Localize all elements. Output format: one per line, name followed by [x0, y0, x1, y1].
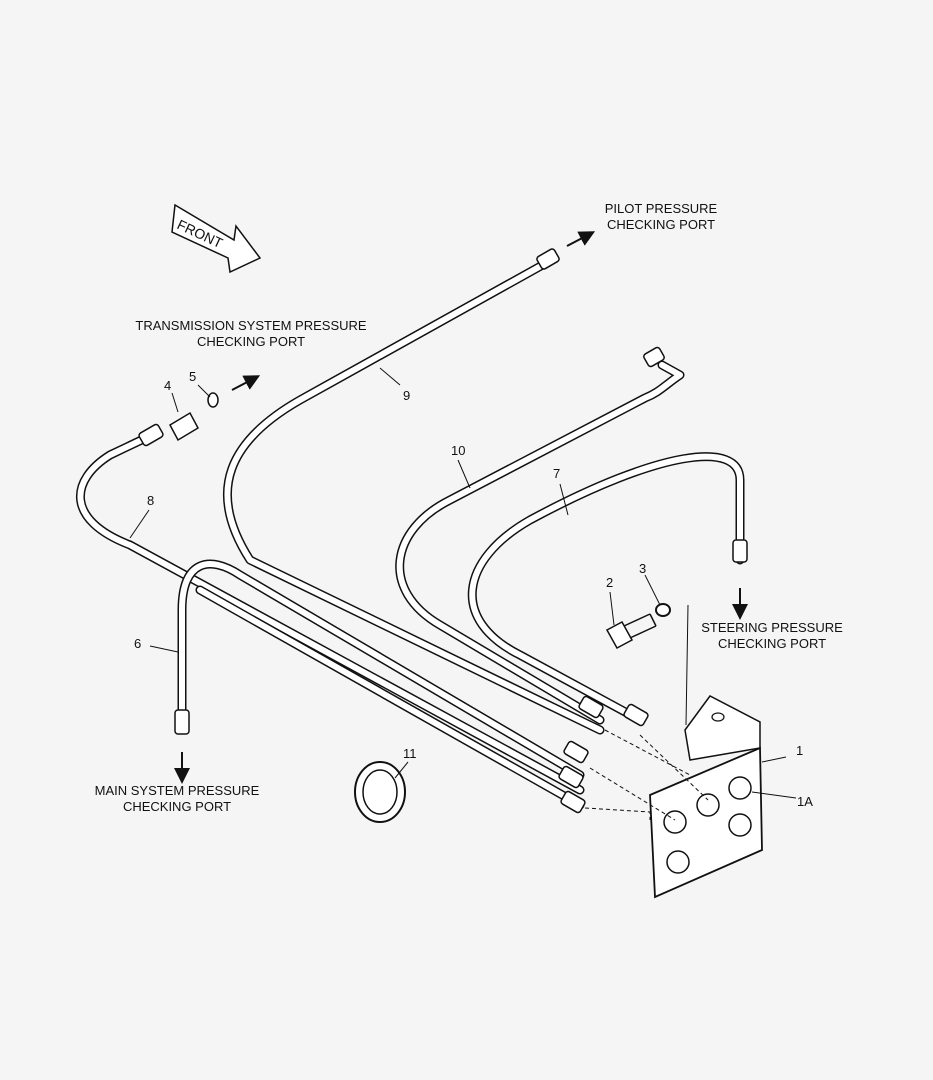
callout-1a: 1A [797, 794, 813, 809]
fitting-10-end [643, 346, 665, 368]
leader-lines [129, 367, 797, 799]
hose-7-fill [469, 453, 743, 723]
arrow-pilot [566, 231, 596, 247]
callout-5: 5 [189, 369, 196, 384]
fitting-hose-c [563, 740, 589, 764]
callout-10: 10 [451, 443, 465, 458]
callout-6: 6 [134, 636, 141, 651]
direction-arrows [174, 231, 748, 784]
bracket-hole [711, 712, 725, 722]
bracket [584, 695, 763, 899]
fitting-hose-d [558, 765, 584, 789]
coupler-1 [728, 776, 752, 800]
adapter [169, 411, 199, 442]
port-labels: PILOT PRESSURE CHECKING PORT TRANSMISSIO… [95, 201, 843, 814]
hose-10-fill [396, 362, 683, 723]
bracket-top-tab [684, 695, 761, 761]
callout-7: 7 [553, 466, 560, 481]
steering-port-label-line1: STEERING PRESSURE [701, 620, 843, 635]
bolt [605, 613, 657, 650]
main-port-label-line2: CHECKING PORT [123, 799, 231, 814]
callout-1: 1 [796, 743, 803, 758]
callout-4: 4 [164, 378, 171, 393]
main-port-label-line1: MAIN SYSTEM PRESSURE [95, 783, 260, 798]
hose-8-outline [75, 430, 585, 795]
hose-6-fill [179, 561, 583, 778]
coupler-3 [663, 810, 687, 834]
callout-2: 2 [606, 575, 613, 590]
fitting-9-end [536, 248, 560, 270]
fitting-6-end [174, 709, 190, 735]
pilot-port-label-line1: PILOT PRESSURE [605, 201, 718, 216]
hose-lower-fill [197, 587, 583, 808]
callout-9: 9 [403, 388, 410, 403]
fitting-hose-b [623, 703, 649, 727]
hose-fittings [138, 248, 748, 814]
bolt-leader [685, 604, 689, 726]
transmission-port-label-line2: CHECKING PORT [197, 334, 305, 349]
fitting-hose-e [560, 790, 586, 814]
coupler-2 [696, 793, 720, 817]
pilot-port-label-line2: CHECKING PORT [607, 217, 715, 232]
callout-8: 8 [147, 493, 154, 508]
coupler-4 [728, 813, 752, 837]
o-ring [207, 392, 219, 408]
seal-ring [354, 761, 406, 823]
front-arrow: FRONT [171, 203, 262, 274]
callout-11: 11 [403, 746, 417, 761]
fitting-hose-a [578, 695, 604, 719]
callout-3: 3 [639, 561, 646, 576]
transmission-port-label-line1: TRANSMISSION SYSTEM PRESSURE [135, 318, 366, 333]
coupler-5 [666, 850, 690, 874]
callout-numbers: 1 1A 2 3 4 5 6 7 8 9 10 11 [134, 369, 813, 809]
hose-9-fill [224, 259, 603, 733]
hose-8-fill [77, 432, 583, 793]
washer [655, 603, 671, 617]
fitting-7-end [732, 539, 748, 563]
arrow-transmission [231, 375, 261, 391]
steering-port-label-line2: CHECKING PORT [718, 636, 826, 651]
hoses [75, 257, 745, 810]
fitting-8-end [138, 423, 164, 447]
